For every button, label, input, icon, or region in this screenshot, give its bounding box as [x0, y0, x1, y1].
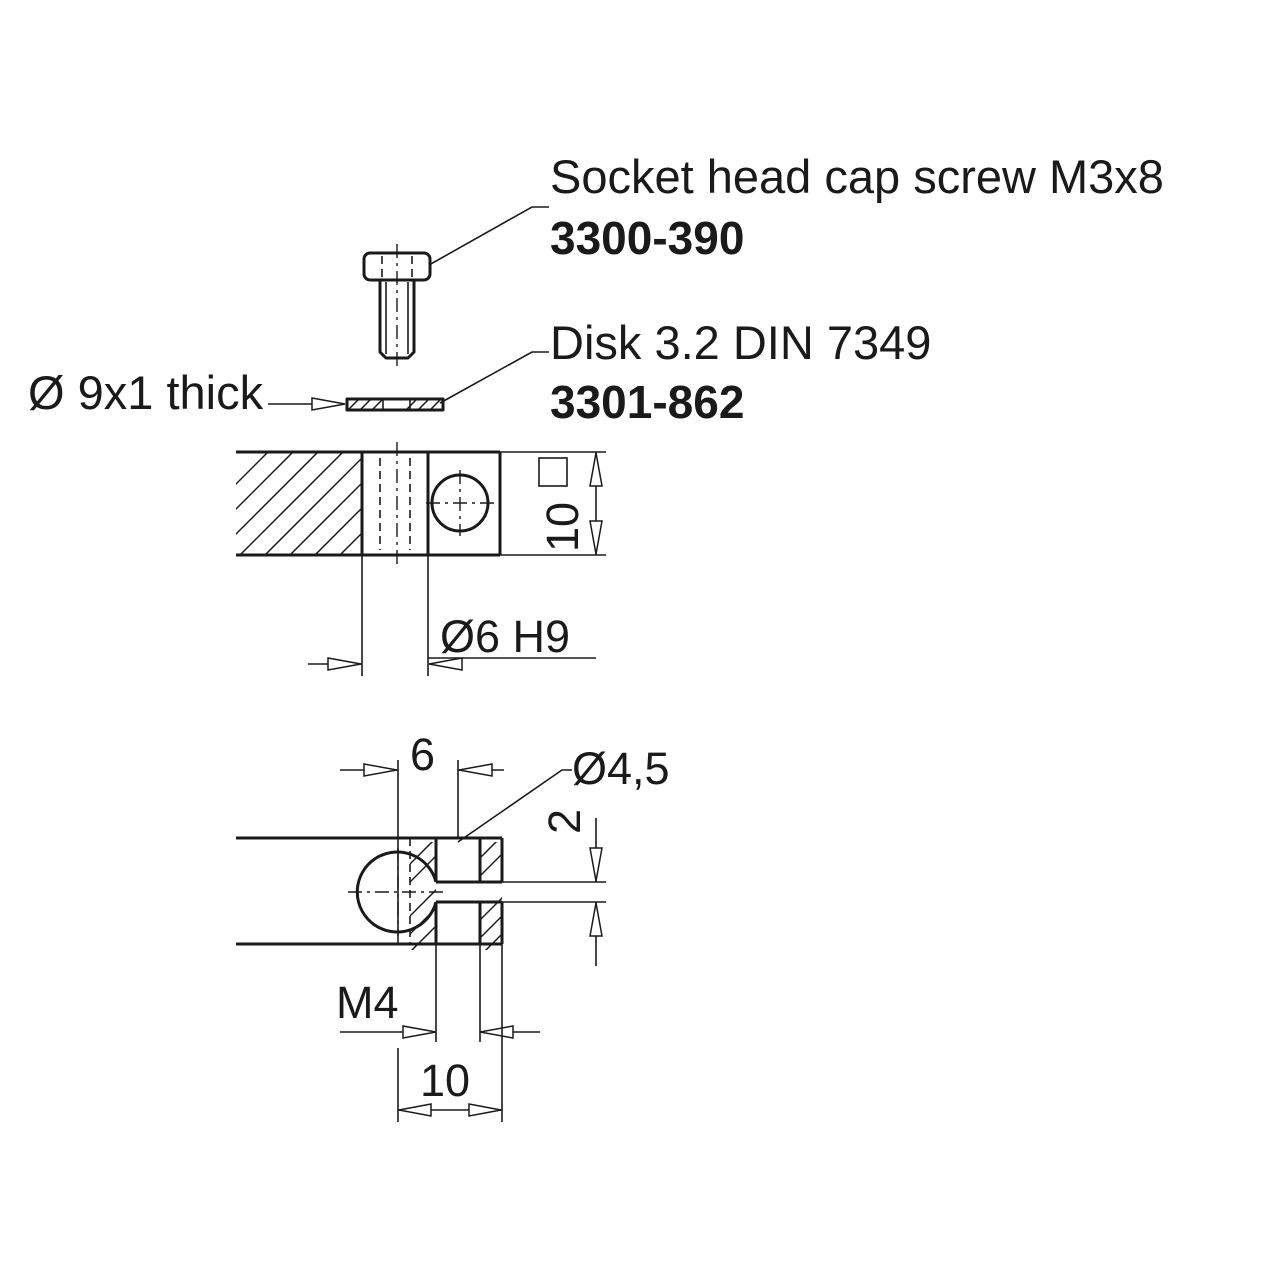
- dimension-arrow-icon: [398, 1103, 432, 1117]
- height-label: 10: [537, 502, 588, 552]
- dimension-arrow-icon: [458, 763, 493, 777]
- disk-leader-line: [439, 351, 549, 404]
- disk-washer: [345, 397, 445, 412]
- dimension-arrow-icon: [311, 397, 346, 411]
- disk-part-number: 3301-862: [550, 376, 744, 428]
- dimension-arrow-icon: [589, 902, 603, 937]
- screw-part-number: 3300-390: [550, 212, 744, 264]
- dimension-arrow-icon: [363, 763, 398, 777]
- dimension-arrow-icon: [428, 657, 463, 671]
- thread-label: M4: [336, 977, 399, 1028]
- length-label: 10: [420, 1055, 470, 1106]
- screw-leader-line: [428, 206, 549, 266]
- section-view-top: [236, 442, 502, 566]
- gap-label: 2: [539, 809, 590, 834]
- hole-dimension: Ø4,5: [457, 743, 670, 843]
- hole-label: Ø4,5: [572, 743, 670, 794]
- disk-description: Disk 3.2 DIN 7349: [550, 316, 931, 369]
- dimension-arrow-icon: [468, 1103, 502, 1117]
- dimension-arrow-icon: [589, 452, 603, 487]
- dimension-arrow-icon: [327, 657, 362, 671]
- dimension-arrow-icon: [479, 1025, 514, 1039]
- height-dimension: 10: [500, 451, 606, 556]
- square-section-symbol: [538, 457, 568, 487]
- screw-description: Socket head cap screw M3x8: [550, 150, 1164, 203]
- length-dimension: 10: [397, 944, 503, 1122]
- width-label: 6: [410, 729, 435, 780]
- bore-dimension: Ø6 H9: [308, 555, 596, 676]
- width-dimension: 6: [340, 729, 504, 944]
- thread-dimension: M4: [336, 944, 540, 1042]
- dimension-arrow-icon: [589, 520, 603, 555]
- socket-head-cap-screw: [362, 244, 432, 366]
- dimension-arrow-icon: [402, 1025, 437, 1039]
- disk-size-label: Ø 9x1 thick: [28, 366, 264, 419]
- gap-dimension: 2: [502, 809, 606, 966]
- bore-label: Ø6 H9: [440, 611, 570, 662]
- dimension-arrow-icon: [589, 847, 603, 882]
- section-view-bottom: [236, 836, 504, 950]
